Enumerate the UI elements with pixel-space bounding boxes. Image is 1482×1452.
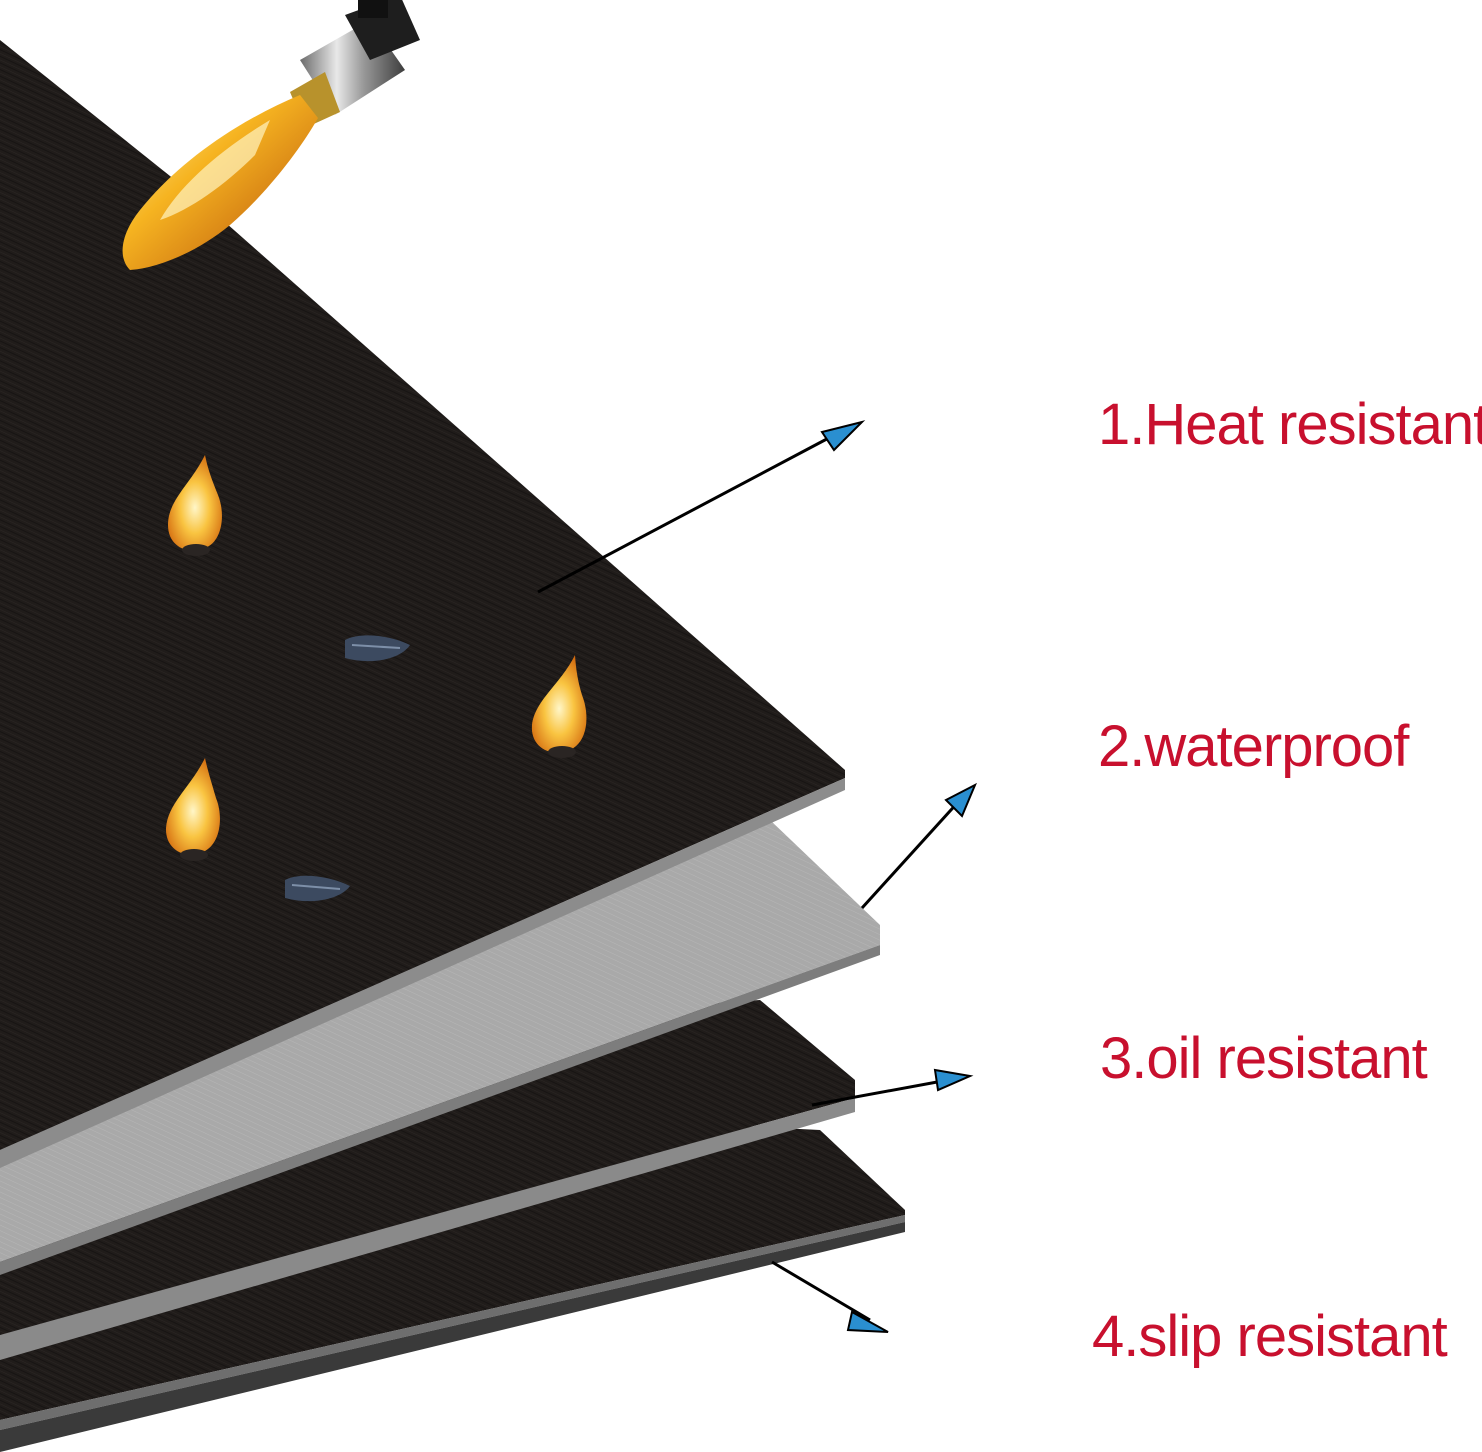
flame-icon (531, 655, 587, 758)
feature-label-waterproof: 2.waterproof (1098, 714, 1409, 779)
feature-label-oil-resistant: 3.oil resistant (1100, 1026, 1428, 1091)
arrow-heat (537, 420, 866, 594)
ash-icon (345, 635, 410, 662)
feature-label-heat-resistant: 1.Heat resistant (1098, 392, 1482, 457)
mat-layer-top (0, 40, 845, 1168)
torch-icon (122, 0, 420, 270)
ash-icon (285, 875, 350, 902)
arrow-slip (771, 1260, 889, 1333)
flame-icon (168, 455, 222, 556)
arrow-waterproof (860, 782, 977, 910)
flame-icon (165, 758, 220, 861)
arrow-oil (811, 1068, 974, 1107)
feature-label-slip-resistant: 4.slip resistant (1092, 1304, 1448, 1369)
